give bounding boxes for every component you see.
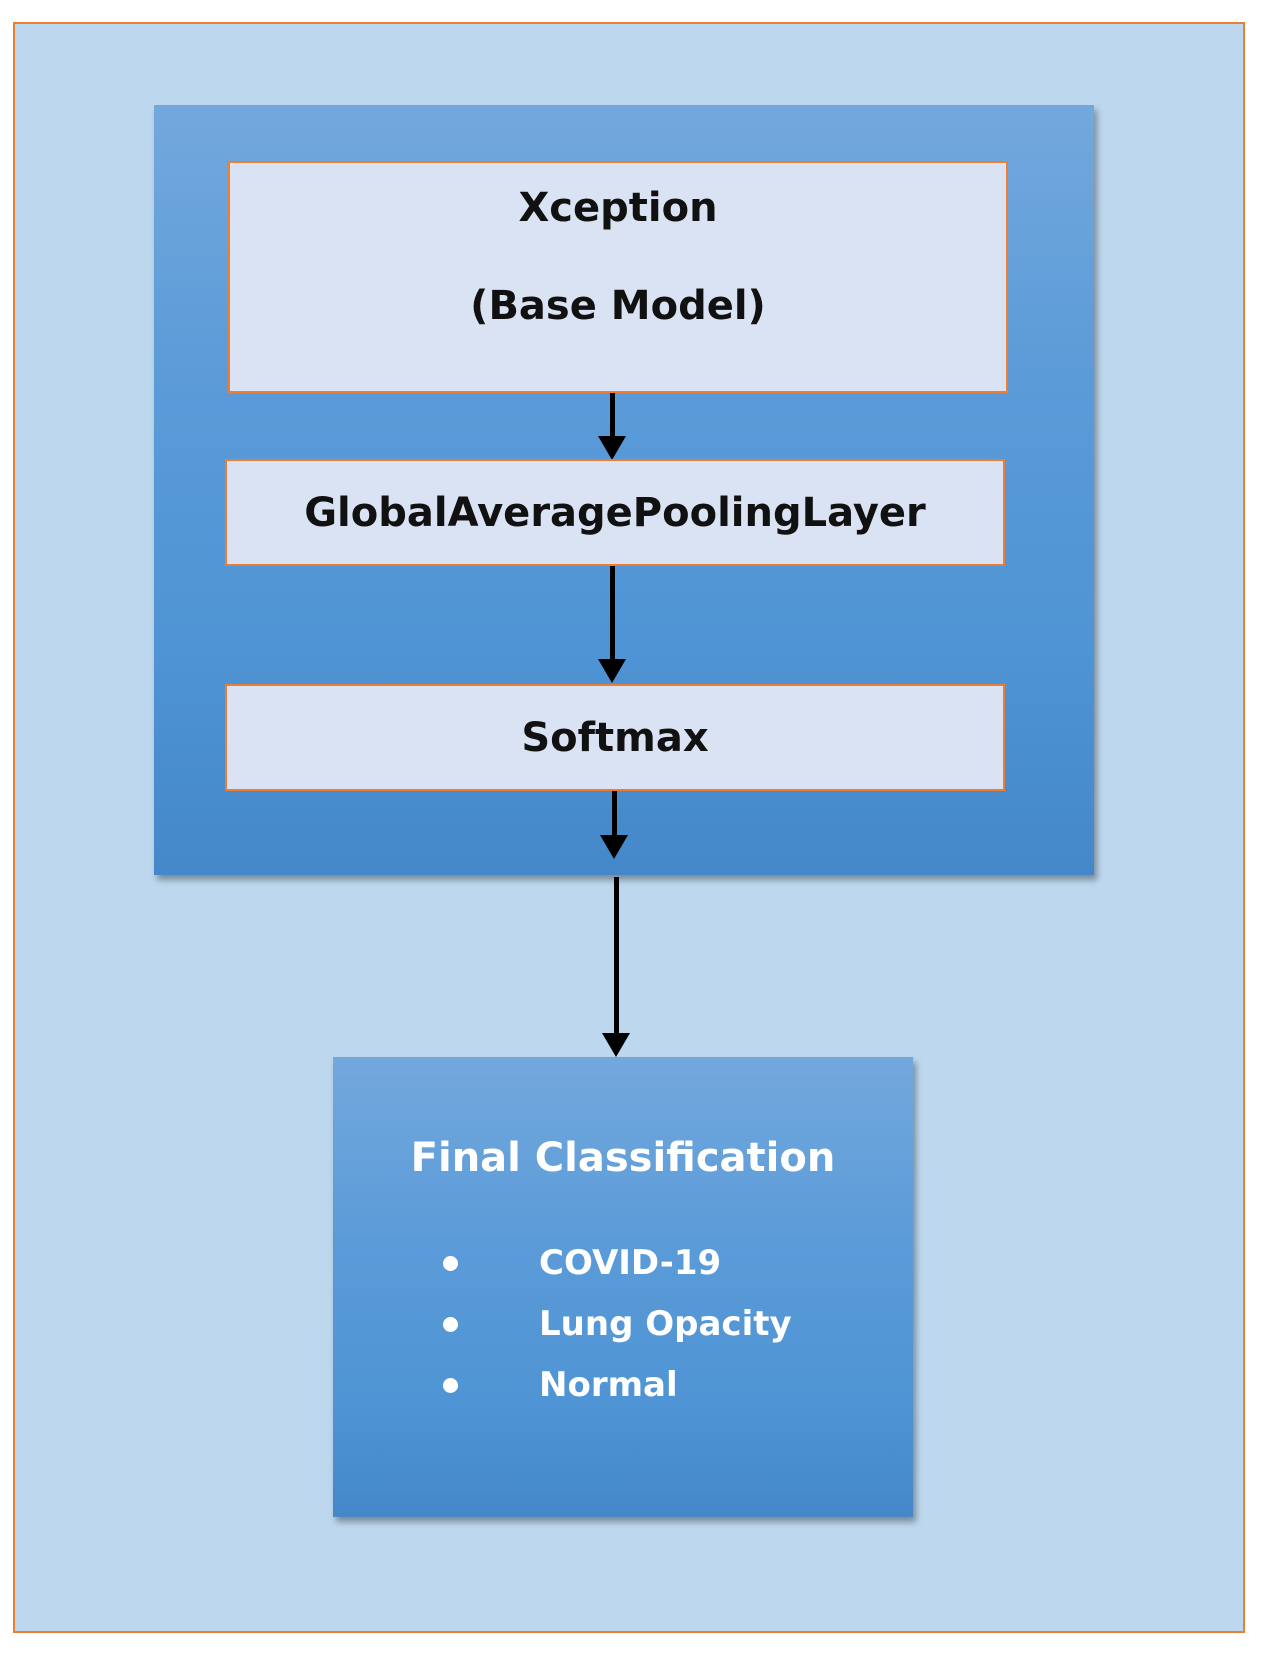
- arrow-model-to-classification: [614, 877, 619, 1035]
- class-label: Normal: [539, 1365, 678, 1405]
- bullet-icon: [443, 1256, 458, 1271]
- base-model-label: (Base Model): [470, 283, 766, 329]
- bullet-icon: [443, 1378, 458, 1393]
- class-label: Lung Opacity: [539, 1304, 792, 1344]
- class-label: COVID-19: [539, 1243, 722, 1283]
- class-item: Lung Opacity: [443, 1294, 792, 1355]
- final-classification-panel: Final Classification COVID-19 Lung Opaci…: [333, 1057, 913, 1517]
- final-classification-title: Final Classification: [410, 1135, 836, 1181]
- softmax-label: Softmax: [521, 714, 709, 761]
- arrowhead-gap-to-softmax: [598, 659, 626, 683]
- global-average-pooling-box: GlobalAveragePoolingLayer: [225, 459, 1005, 566]
- arrow-gap-to-softmax: [610, 566, 615, 662]
- arrowhead-xception-to-gap: [598, 436, 626, 460]
- global-average-pooling-label: GlobalAveragePoolingLayer: [304, 489, 926, 536]
- class-item: COVID-19: [443, 1233, 792, 1294]
- class-list: COVID-19 Lung Opacity Normal: [443, 1233, 792, 1416]
- bullet-icon: [443, 1317, 458, 1332]
- arrow-xception-to-gap: [610, 393, 615, 439]
- arrowhead-model-to-classification: [602, 1033, 630, 1057]
- arrowhead-softmax-to-panel-edge: [600, 835, 628, 859]
- xception-base-model-box: Xception (Base Model): [228, 161, 1008, 393]
- class-item: Normal: [443, 1355, 792, 1416]
- arrow-softmax-to-panel-edge: [612, 791, 617, 837]
- xception-label: Xception: [518, 185, 718, 231]
- softmax-box: Softmax: [225, 684, 1005, 791]
